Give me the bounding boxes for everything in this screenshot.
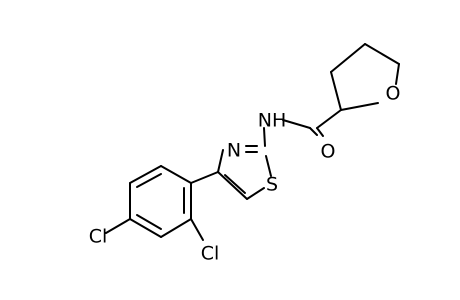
bond-c-o <box>309 127 318 136</box>
bond <box>330 71 342 111</box>
bond <box>246 187 265 200</box>
bond <box>129 218 162 238</box>
bond-double-inner <box>136 173 162 188</box>
bond <box>395 63 400 85</box>
bond-aryl-thiazole <box>190 171 219 184</box>
thiazole-ring <box>217 145 272 200</box>
dichlorophenyl-ring <box>129 165 192 238</box>
bond-nh-carbonyl <box>282 119 311 129</box>
bond-c-cl-right <box>190 218 204 241</box>
atom-label-thiazole-s: S <box>266 174 278 196</box>
tetrahydrofuran-ring <box>330 43 400 111</box>
bond-c-cl-bottom <box>105 218 131 234</box>
bond-double-inner <box>224 174 246 194</box>
bond <box>364 43 400 65</box>
bond <box>160 165 192 184</box>
bond <box>160 218 192 238</box>
atom-label-thf-o: O <box>386 83 401 105</box>
bond-c-o-double <box>316 127 324 137</box>
bond <box>330 43 366 73</box>
bond <box>265 155 272 177</box>
bond <box>217 171 248 200</box>
atom-label-cl-bottom: Cl <box>89 226 108 248</box>
bond-c-nh <box>263 127 266 147</box>
atom-label-carbonyl-o: O <box>321 141 336 163</box>
bond <box>340 102 379 111</box>
atom-label-thiazole-n: N <box>227 140 241 162</box>
bond-carbonyl-thf <box>316 109 342 129</box>
bond <box>129 165 162 184</box>
atom-label-cl-right: Cl <box>201 243 220 265</box>
bond-double-inner <box>136 214 162 230</box>
atom-label-amide-nh: NH <box>258 110 287 132</box>
bond <box>217 149 224 173</box>
